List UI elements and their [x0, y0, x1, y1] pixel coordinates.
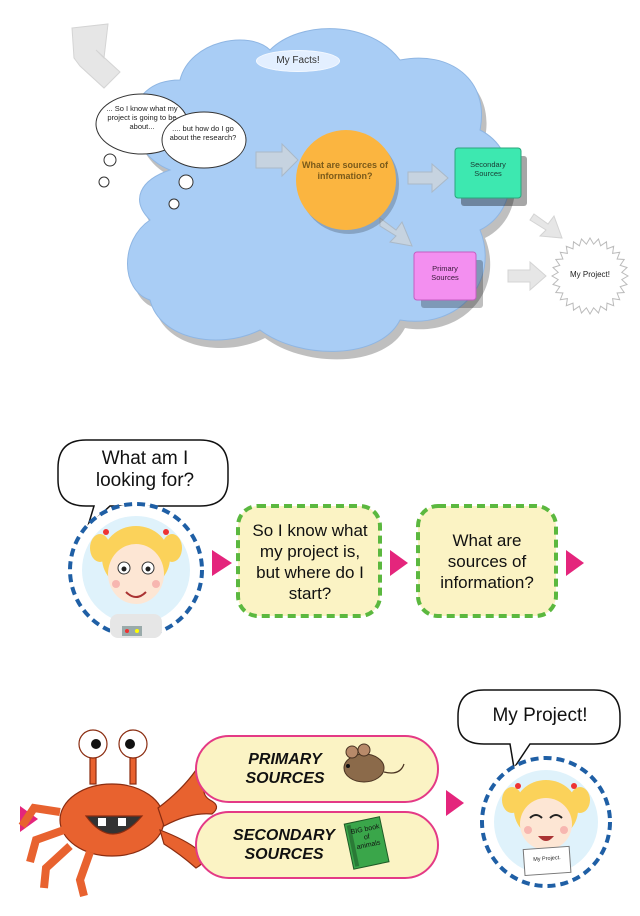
book-illustration: [343, 816, 390, 870]
question-box-1: [236, 504, 382, 618]
astronaut-avatar-happy: [480, 756, 612, 888]
thought-bubble-2: [161, 111, 247, 210]
primary-node-label: Primary Sources: [431, 264, 459, 282]
secondary-node-label: Secondary Sources: [470, 160, 506, 178]
primary-square: [413, 251, 483, 308]
flow-arrows: [255, 142, 563, 292]
secondary-square: [454, 147, 527, 206]
question-box-2: [416, 504, 558, 618]
thought-text-2: .... but how do I go about the research?: [169, 124, 237, 142]
secondary-pill-label: SECONDARY SOURCES: [233, 827, 335, 863]
sources-circle: [296, 130, 399, 234]
primary-pill: [195, 735, 439, 803]
project-starburst: [551, 237, 629, 315]
primary-pill-label: PRIMARY SOURCES: [245, 751, 325, 787]
speech-text-bottom: My Project!: [492, 705, 588, 726]
project-node-label: My Project!: [569, 270, 610, 279]
speech-text-middle: What am I looking for?: [95, 448, 195, 491]
question-text-2: What are sources of information?: [440, 531, 534, 592]
crab-illustration: [18, 729, 218, 897]
center-node-label: What are sources of information?: [301, 160, 389, 181]
astronaut-avatar: [68, 502, 204, 638]
mouse-illustration: [343, 743, 405, 783]
intro-arrow: [71, 23, 121, 89]
thought-text-1: ... So I know what my project is going t…: [106, 104, 178, 131]
cloud-title: My Facts!: [256, 50, 340, 72]
question-text-1: So I know what my project is, but where …: [252, 521, 368, 603]
speech-bubble-bottom: [457, 689, 621, 770]
